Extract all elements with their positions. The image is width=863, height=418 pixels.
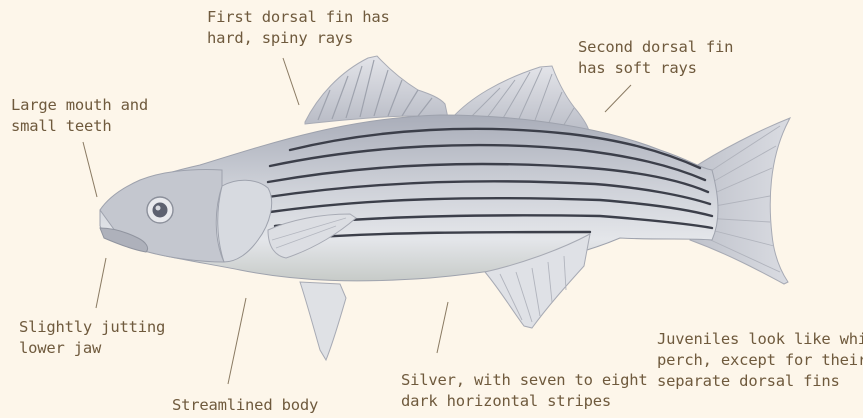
leader-first-dorsal — [283, 58, 299, 105]
label-juveniles: Juveniles look like white perch, except … — [657, 329, 863, 392]
label-line: separate dorsal fins — [657, 371, 863, 392]
label-line: Silver, with seven to eight — [401, 370, 648, 391]
label-second-dorsal-fin: Second dorsal fin has soft rays — [578, 37, 733, 79]
label-line: lower jaw — [19, 338, 165, 359]
label-first-dorsal-fin: First dorsal fin has hard, spiny rays — [207, 7, 390, 49]
leader-second-dorsal — [605, 85, 631, 112]
eye-iris — [153, 203, 168, 218]
leader-body — [228, 298, 246, 384]
label-line: dark horizontal stripes — [401, 391, 648, 412]
label-mouth: Large mouth and small teeth — [11, 95, 148, 137]
label-line: has soft rays — [578, 58, 733, 79]
label-line: Second dorsal fin — [578, 37, 733, 58]
pelvic-fin — [300, 282, 346, 360]
first-dorsal-fin — [305, 56, 448, 124]
label-line: Large mouth and — [11, 95, 148, 116]
label-line: Streamlined body — [172, 395, 318, 416]
label-stripes: Silver, with seven to eight dark horizon… — [401, 370, 648, 412]
label-line: perch, except for their two — [657, 350, 863, 371]
label-line: small teeth — [11, 116, 148, 137]
label-line: hard, spiny rays — [207, 28, 390, 49]
leader-stripes — [437, 302, 448, 353]
leader-mouth — [83, 142, 97, 197]
leader-jaw — [96, 258, 106, 308]
label-line: Juveniles look like white — [657, 329, 863, 350]
label-line: Slightly jutting — [19, 317, 165, 338]
eye-pupil — [156, 206, 161, 211]
label-line: First dorsal fin has — [207, 7, 390, 28]
label-body: Streamlined body — [172, 395, 318, 416]
label-lower-jaw: Slightly jutting lower jaw — [19, 317, 165, 359]
